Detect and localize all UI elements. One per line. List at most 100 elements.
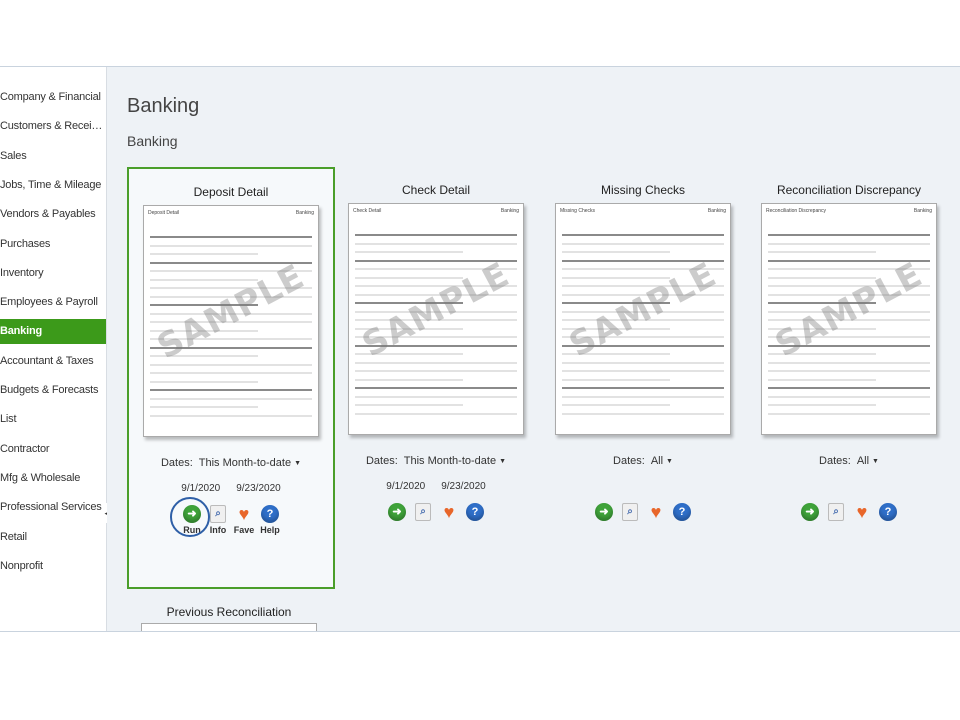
run-icon: ➜ — [595, 503, 613, 521]
fave-button[interactable]: ♥Fave — [231, 505, 257, 535]
preview-header: Missing Checks Banking — [560, 208, 726, 214]
caret-down-icon: ▼ — [666, 457, 673, 465]
info-icon: ⌕ — [828, 503, 844, 521]
dates-value: All — [650, 455, 664, 467]
info-button[interactable]: ⌕ — [617, 503, 643, 521]
date-range: 9/1/2020 9/23/2020 — [334, 481, 538, 492]
action-label: Info — [209, 525, 227, 535]
preview-header-right: Banking — [707, 208, 726, 214]
preview-header-left: Reconciliation Discrepancy — [766, 208, 827, 214]
sidebar-item[interactable]: Accountant & Taxes — [0, 354, 94, 367]
report-actions: ➜ ⌕ ♥? — [334, 503, 538, 521]
heart-icon: ♥ — [856, 502, 868, 522]
heart-icon: ♥ — [238, 504, 250, 524]
run-icon: ➜ — [801, 503, 819, 521]
fave-button[interactable]: ♥ — [643, 503, 669, 521]
dates-value: This Month-to-date — [403, 455, 497, 467]
preview-header-right: Banking — [500, 208, 519, 214]
sidebar-item[interactable]: Banking — [0, 319, 106, 345]
report-preview-previous-reconciliation[interactable] — [141, 623, 317, 631]
sidebar-item[interactable]: Budgets & Forecasts — [0, 384, 99, 396]
dates-dropdown[interactable]: This Month-to-date▼ — [199, 457, 301, 469]
info-icon: ⌕ — [415, 503, 431, 521]
caret-down-icon: ▼ — [294, 459, 302, 467]
heart-icon: ♥ — [650, 502, 662, 522]
report-title: Missing Checks — [600, 183, 686, 197]
page-title: Banking — [127, 95, 200, 117]
help-button[interactable]: ? — [669, 503, 695, 521]
from-date[interactable]: 9/1/2020 — [181, 483, 221, 494]
sidebar-item[interactable]: Company & Financial — [0, 91, 101, 103]
run-icon: ➜ — [388, 503, 406, 521]
preview-header-left: Missing Checks — [560, 208, 596, 214]
info-icon: ⌕ — [210, 505, 226, 523]
sidebar-item[interactable]: Sales — [0, 149, 27, 162]
action-label: Help — [260, 525, 280, 535]
help-button[interactable]: ?Help — [257, 505, 283, 535]
report-title: Reconciliation Discrepancy — [776, 183, 922, 197]
report-actions: ➜⌕ ♥? — [541, 503, 745, 521]
sidebar-item[interactable]: Vendors & Payables — [0, 208, 96, 221]
dates-row: Dates: All▼ — [541, 455, 745, 467]
dates-dropdown[interactable]: This Month-to-date▼ — [404, 455, 506, 467]
dates-dropdown[interactable]: All▼ — [857, 455, 879, 467]
help-button[interactable]: ? — [462, 503, 488, 521]
caret-down-icon: ▼ — [872, 457, 879, 465]
dates-row: Dates:This Month-to-date▼ — [334, 455, 538, 467]
preview-header: Deposit Detail Banking — [148, 210, 314, 216]
preview-header-left: Deposit Detail — [148, 210, 180, 216]
sidebar-item[interactable]: Professional Services — [0, 501, 102, 514]
sidebar-item[interactable]: Contractor — [0, 442, 50, 455]
to-date[interactable]: 9/23/2020 — [236, 483, 281, 494]
dates-row: Dates: All▼ — [747, 455, 951, 467]
run-button[interactable]: ➜ — [797, 503, 823, 521]
sidebar-item[interactable]: Jobs, Time & Mileage — [0, 178, 102, 191]
sidebar-item[interactable]: List — [0, 413, 17, 426]
help-icon: ? — [673, 503, 691, 521]
report-title-previous-reconciliation: Previous Reconciliation — [166, 605, 292, 619]
run-button[interactable]: ➜ — [591, 503, 617, 521]
run-button[interactable]: ➜Run — [170, 497, 210, 537]
dates-dropdown[interactable]: All▼ — [651, 455, 673, 467]
info-button[interactable]: ⌕ — [410, 503, 436, 521]
run-button[interactable]: ➜ — [384, 503, 410, 521]
fave-button[interactable]: ♥ — [436, 503, 462, 521]
preview-header-right: Banking — [295, 210, 314, 216]
action-label: Fave — [233, 525, 255, 535]
fave-button[interactable]: ♥ — [849, 503, 875, 521]
sidebar-item[interactable]: Inventory — [0, 266, 44, 279]
preview-header-left: Check Detail — [353, 208, 382, 214]
dates-label: Dates: — [613, 455, 645, 467]
info-button[interactable]: ⌕ Info — [205, 505, 231, 535]
dates-label: Dates: — [160, 457, 193, 469]
help-button[interactable]: ? — [875, 503, 901, 521]
heart-icon: ♥ — [443, 502, 455, 522]
help-icon: ? — [466, 503, 484, 521]
preview-header: Reconciliation Discrepancy Banking — [766, 208, 932, 214]
info-button[interactable]: ⌕ — [823, 503, 849, 521]
report-actions: ➜ ⌕ ♥? — [747, 503, 951, 521]
section-title: Banking — [127, 133, 178, 149]
sidebar-item[interactable]: Nonprofit — [0, 559, 43, 572]
to-date[interactable]: 9/23/2020 — [441, 481, 486, 492]
dates-label: Dates: — [819, 455, 851, 467]
sidebar-item[interactable]: Retail — [0, 530, 27, 543]
sidebar-item[interactable]: Customers & Receiva... — [0, 120, 106, 133]
from-date[interactable]: 9/1/2020 — [386, 481, 426, 492]
help-icon: ? — [879, 503, 897, 521]
report-title: Deposit Detail — [193, 185, 269, 199]
run-highlight-circle — [170, 497, 210, 537]
sidebar-item[interactable]: Mfg & Wholesale — [0, 471, 81, 484]
sidebar-item[interactable]: Purchases — [0, 237, 51, 250]
sidebar-item[interactable]: Employees & Payroll — [0, 296, 98, 309]
preview-header-right: Banking — [913, 208, 932, 214]
